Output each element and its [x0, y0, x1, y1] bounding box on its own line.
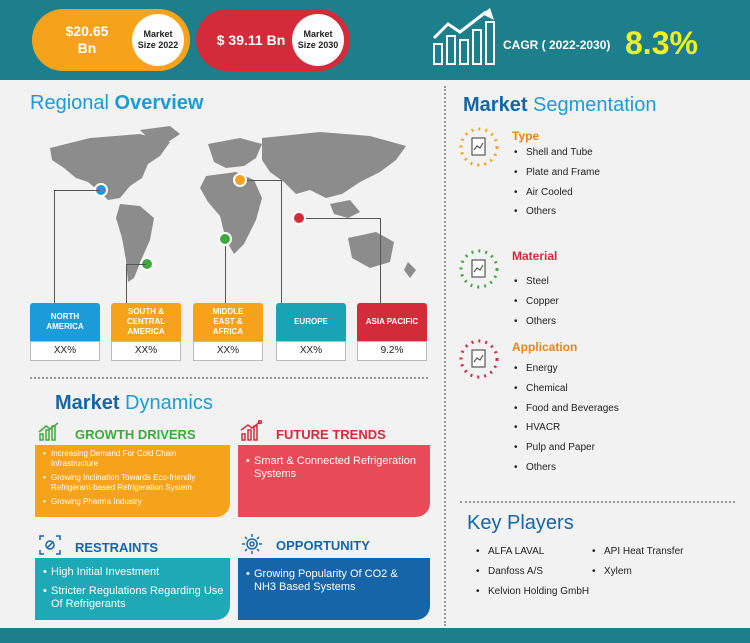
region-name: NORTH AMERICA	[30, 303, 100, 341]
market-size-2022-label: Market Size 2022	[132, 14, 184, 66]
key-player: Danfoss A/S	[474, 566, 543, 577]
middle-east-africa-marker	[218, 232, 232, 246]
application-segment-icon	[459, 339, 499, 379]
key-players-title: Key Players	[467, 512, 574, 534]
section-divider	[460, 501, 735, 503]
segment-item: Shell and Tube	[512, 147, 600, 167]
region-share: XX%	[30, 341, 100, 361]
segment-item: Others	[512, 206, 600, 226]
future-trends-title: FUTURE TRENDS	[276, 427, 386, 442]
market-segmentation-title: Market Segmentation	[463, 94, 656, 117]
region-share: XX%	[111, 341, 181, 361]
leader-line	[281, 180, 282, 303]
world-map	[50, 126, 416, 282]
growth-driver-item: Growing Inclination Towards Eco-friendly…	[41, 473, 224, 493]
segment-item: Others	[512, 316, 559, 336]
growth-drivers-card: Increasing Demand For Cold Chain Infrast…	[35, 445, 230, 517]
leader-line	[54, 190, 55, 303]
cagr-label: CAGR ( 2022-2030)	[503, 38, 611, 52]
segment-item: Food and Beverages	[512, 403, 619, 423]
key-player: API Heat Transfer	[590, 546, 683, 557]
gear-icon	[242, 534, 262, 554]
trend-chart-icon	[240, 420, 263, 441]
market-dynamics-title: Market Dynamics	[55, 392, 213, 415]
regional-title-part-a: Regional	[30, 92, 115, 114]
leader-line	[54, 190, 100, 191]
section-divider	[30, 377, 428, 379]
market-size-2030-value: $ 39.11 Bn	[216, 31, 286, 48]
market-size-2022-value: $20.65 Bn	[65, 23, 109, 56]
segment-application-title: Application	[512, 340, 578, 354]
leader-line	[380, 218, 381, 303]
restraint-item: High Initial Investment	[41, 566, 224, 579]
region-card-asia-pacific: ASIA PACIFIC 9.2%	[357, 303, 427, 361]
region-card-north-america: NORTH AMERICA XX%	[30, 303, 100, 361]
segment-item: Steel	[512, 276, 559, 296]
leader-line	[225, 246, 226, 303]
key-player: Xylem	[590, 566, 632, 577]
segment-type-title: Type	[512, 129, 540, 143]
opportunity-item: Growing Popularity Of CO2 & NH3 Based Sy…	[244, 568, 422, 594]
region-card-south-central-america: SOUTH & CENTRAL AMERICA XX%	[111, 303, 181, 361]
region-card-middle-east-africa: MIDDLE EAST & AFRICA XX%	[193, 303, 263, 361]
segment-item: Plate and Frame	[512, 167, 600, 187]
material-segment-icon	[459, 249, 499, 289]
growth-drivers-title: GROWTH DRIVERS	[75, 427, 196, 442]
column-divider	[444, 86, 446, 626]
segment-application-list: Energy Chemical Food and Beverages HVACR…	[512, 363, 619, 482]
region-name: EUROPE	[276, 303, 346, 341]
region-share: XX%	[193, 341, 263, 361]
segment-item: Pulp and Paper	[512, 442, 619, 462]
restraint-item: Stricter Regulations Regarding Use Of Re…	[41, 585, 224, 611]
opportunity-card: Growing Popularity Of CO2 & NH3 Based Sy…	[238, 558, 430, 620]
region-card-europe: EUROPE XX%	[276, 303, 346, 361]
restraints-title: RESTRAINTS	[75, 540, 159, 555]
segment-item: Copper	[512, 296, 559, 316]
regional-title-part-b: Overview	[114, 92, 204, 114]
leader-line	[126, 264, 146, 265]
segment-item: Air Cooled	[512, 187, 600, 207]
market-size-2030-pill: $ 39.11 Bn Market Size 2030	[196, 9, 350, 71]
segmentation-title-part-b: Segmentation	[533, 94, 657, 116]
future-trend-item: Smart & Connected Refrigeration Systems	[244, 455, 422, 481]
restraint-icon	[39, 535, 61, 555]
type-segment-icon	[459, 127, 499, 167]
region-name: MIDDLE EAST & AFRICA	[193, 303, 263, 341]
future-trends-card: Smart & Connected Refrigeration Systems	[238, 445, 430, 517]
europe-marker	[233, 173, 247, 187]
region-name: SOUTH & CENTRAL AMERICA	[111, 303, 181, 341]
region-share: 9.2%	[357, 341, 427, 361]
regional-overview-title: Regional Overview	[30, 92, 203, 115]
segment-item: HVACR	[512, 422, 619, 442]
segment-item: Energy	[512, 363, 619, 383]
leader-line	[247, 180, 281, 181]
segment-item: Chemical	[512, 383, 619, 403]
segment-material-list: Steel Copper Others	[512, 276, 559, 335]
segment-item: Others	[512, 462, 619, 482]
dynamics-title-part-b: Dynamics	[125, 392, 213, 414]
market-size-2030-label: Market Size 2030	[292, 14, 344, 66]
region-share: XX%	[276, 341, 346, 361]
leader-line	[306, 218, 380, 219]
growth-chart-icon	[432, 8, 495, 65]
growth-driver-item: Increasing Demand For Cold Chain Infrast…	[41, 449, 224, 469]
opportunity-title: OPPORTUNITY	[276, 538, 370, 553]
key-player: ALFA LAVAL	[474, 546, 544, 557]
cagr-value: 8.3%	[625, 25, 698, 61]
asia-pacific-marker	[292, 211, 306, 225]
growth-driver-item: Growing Pharma Industry	[41, 497, 224, 507]
region-name: ASIA PACIFIC	[357, 303, 427, 341]
segment-type-list: Shell and Tube Plate and Frame Air Coole…	[512, 147, 600, 226]
market-size-2022-pill: $20.65 Bn Market Size 2022	[32, 9, 190, 71]
restraints-card: High Initial Investment Stricter Regulat…	[35, 558, 230, 620]
dynamics-title-part-a: Market	[55, 392, 126, 414]
footer-bar	[0, 628, 750, 643]
segmentation-title-part-a: Market	[463, 94, 534, 116]
leader-line	[126, 264, 127, 303]
bar-chart-icon	[38, 422, 59, 441]
segment-material-title: Material	[512, 249, 558, 263]
key-player: Kelvion Holding GmbH	[474, 586, 589, 597]
